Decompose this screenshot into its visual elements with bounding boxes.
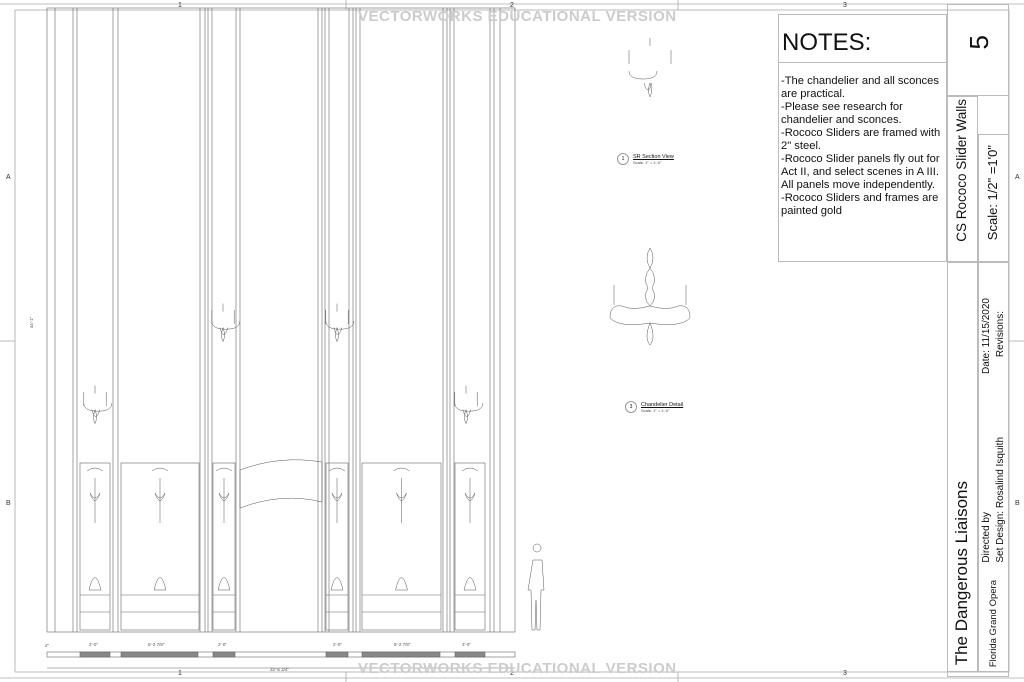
watermark-top: VECTORWORKS EDUCATIONAL VERSION bbox=[358, 8, 677, 25]
dim-panel-2: 5'-2 7/8" bbox=[148, 642, 165, 647]
base-segment bbox=[120, 651, 199, 658]
credits-box: Florida Grand Opera Directed by Set Desi… bbox=[978, 262, 1009, 672]
grid-label-1-bottom: 1 bbox=[178, 670, 182, 677]
sheet-title-box: CS Rococo Slider Walls bbox=[947, 96, 978, 262]
rococo-ornament bbox=[393, 467, 410, 591]
watermark-bottom: VECTORWORKS EDUCATIONAL VERSION bbox=[358, 660, 677, 677]
chandelier-detail-icon bbox=[609, 247, 691, 346]
rococo-panel bbox=[212, 462, 236, 631]
grid-label-3-bottom: 3 bbox=[843, 670, 847, 677]
base-segment bbox=[361, 651, 441, 658]
callout-title: SR Section View bbox=[633, 153, 674, 160]
notes-title: NOTES: bbox=[782, 29, 872, 56]
notes-body: -The chandelier and all sconces are prac… bbox=[781, 75, 947, 218]
directed-by: Directed by bbox=[981, 512, 992, 563]
grid-label-b-right: B bbox=[1015, 500, 1020, 507]
sconce-icon bbox=[211, 303, 241, 343]
sheet-title: CS Rococo Slider Walls bbox=[954, 99, 969, 242]
note-line: -The chandelier and all sconces are prac… bbox=[781, 75, 939, 100]
note-line: -Please see research for chandelier and … bbox=[781, 101, 903, 126]
grid-label-2-top: 2 bbox=[510, 2, 514, 9]
rococo-panel bbox=[120, 462, 200, 631]
note-line: -Rococo Slider panels fly out for Act II… bbox=[781, 153, 940, 191]
rococo-panel bbox=[79, 462, 111, 631]
wall-outline bbox=[46, 7, 516, 633]
rococo-ornament bbox=[215, 467, 233, 591]
base-segment bbox=[212, 651, 236, 658]
dim-panel-1: 2'-0" bbox=[89, 642, 98, 647]
dim-panel-4: 2'-0" bbox=[333, 642, 342, 647]
production-title: The Dangerous Liaisons bbox=[952, 480, 971, 665]
callout-number: 1 bbox=[617, 153, 629, 165]
grid-label-2-bottom: 2 bbox=[510, 670, 514, 677]
dim-panel-5: 5'-2 7/8" bbox=[394, 642, 411, 647]
dim-overall-width: 32'-6 3/4" bbox=[270, 667, 289, 672]
rococo-ornament bbox=[151, 467, 169, 591]
dim-overall-height: 44'-1" bbox=[29, 316, 35, 329]
date: Date: 11/15/2020 bbox=[981, 298, 992, 374]
divider bbox=[779, 62, 946, 63]
center-arch-ornament bbox=[239, 459, 323, 509]
grid-label-3-top: 3 bbox=[843, 2, 847, 9]
callout-number: 3 bbox=[625, 401, 637, 413]
dim-base-height: 2" bbox=[45, 643, 50, 648]
base-strip bbox=[46, 651, 516, 658]
note-line: -Rococo Sliders and frames are painted g… bbox=[781, 192, 939, 217]
sheet-number-box: 5 bbox=[947, 4, 1009, 96]
grid-label-b-left: B bbox=[6, 500, 11, 507]
rococo-ornament bbox=[86, 467, 104, 591]
sheet-number: 5 bbox=[964, 35, 994, 50]
dim-panel-6: 2'-0" bbox=[462, 642, 471, 647]
grid-label-a-right: A bbox=[1015, 174, 1020, 181]
callout-scale: Scale: 1" = 1'-0" bbox=[641, 407, 670, 413]
callout-sr-section-view: 1 SR Section View Scale: 1" = 1'-0" bbox=[617, 153, 674, 165]
sconce-icon bbox=[83, 385, 113, 425]
set-design: Set Design: Rosalind Isquith bbox=[995, 437, 1006, 563]
sheet-scale: Scale: 1/2" =1'0" bbox=[985, 145, 1000, 241]
callout-scale: Scale: 1" = 1'-0" bbox=[633, 159, 662, 165]
base-segment bbox=[454, 651, 486, 658]
notes-panel: NOTES: -The chandelier and all sconces a… bbox=[778, 14, 947, 262]
grid-label-a-left: A bbox=[6, 174, 11, 181]
sconce-icon bbox=[325, 303, 355, 343]
callout-chandelier-detail: 3 Chandelier Detail Scale: 1" = 1'-0" bbox=[625, 401, 683, 413]
person-scale-figure bbox=[527, 543, 545, 631]
rococo-panel bbox=[361, 462, 442, 631]
production-box: The Dangerous Liaisons bbox=[947, 262, 978, 672]
rococo-panel bbox=[325, 462, 349, 631]
note-line: -Rococo Sliders are framed with 2" steel… bbox=[781, 127, 941, 152]
grid-label-1-top: 1 bbox=[178, 2, 182, 9]
rococo-ornament bbox=[461, 467, 479, 591]
callout-title: Chandelier Detail bbox=[641, 401, 684, 408]
rococo-ornament bbox=[328, 467, 346, 591]
revisions: Revisions: bbox=[995, 311, 1006, 358]
company-name: Florida Grand Opera bbox=[988, 579, 999, 667]
scale-box: Scale: 1/2" =1'0" bbox=[978, 134, 1009, 262]
sconce-detail-icon bbox=[628, 38, 672, 98]
dim-panel-3: 2'-0" bbox=[218, 642, 227, 647]
sconce-icon bbox=[454, 385, 484, 425]
rococo-panel bbox=[454, 462, 486, 631]
base-segment bbox=[325, 651, 349, 658]
base-segment bbox=[79, 651, 111, 658]
